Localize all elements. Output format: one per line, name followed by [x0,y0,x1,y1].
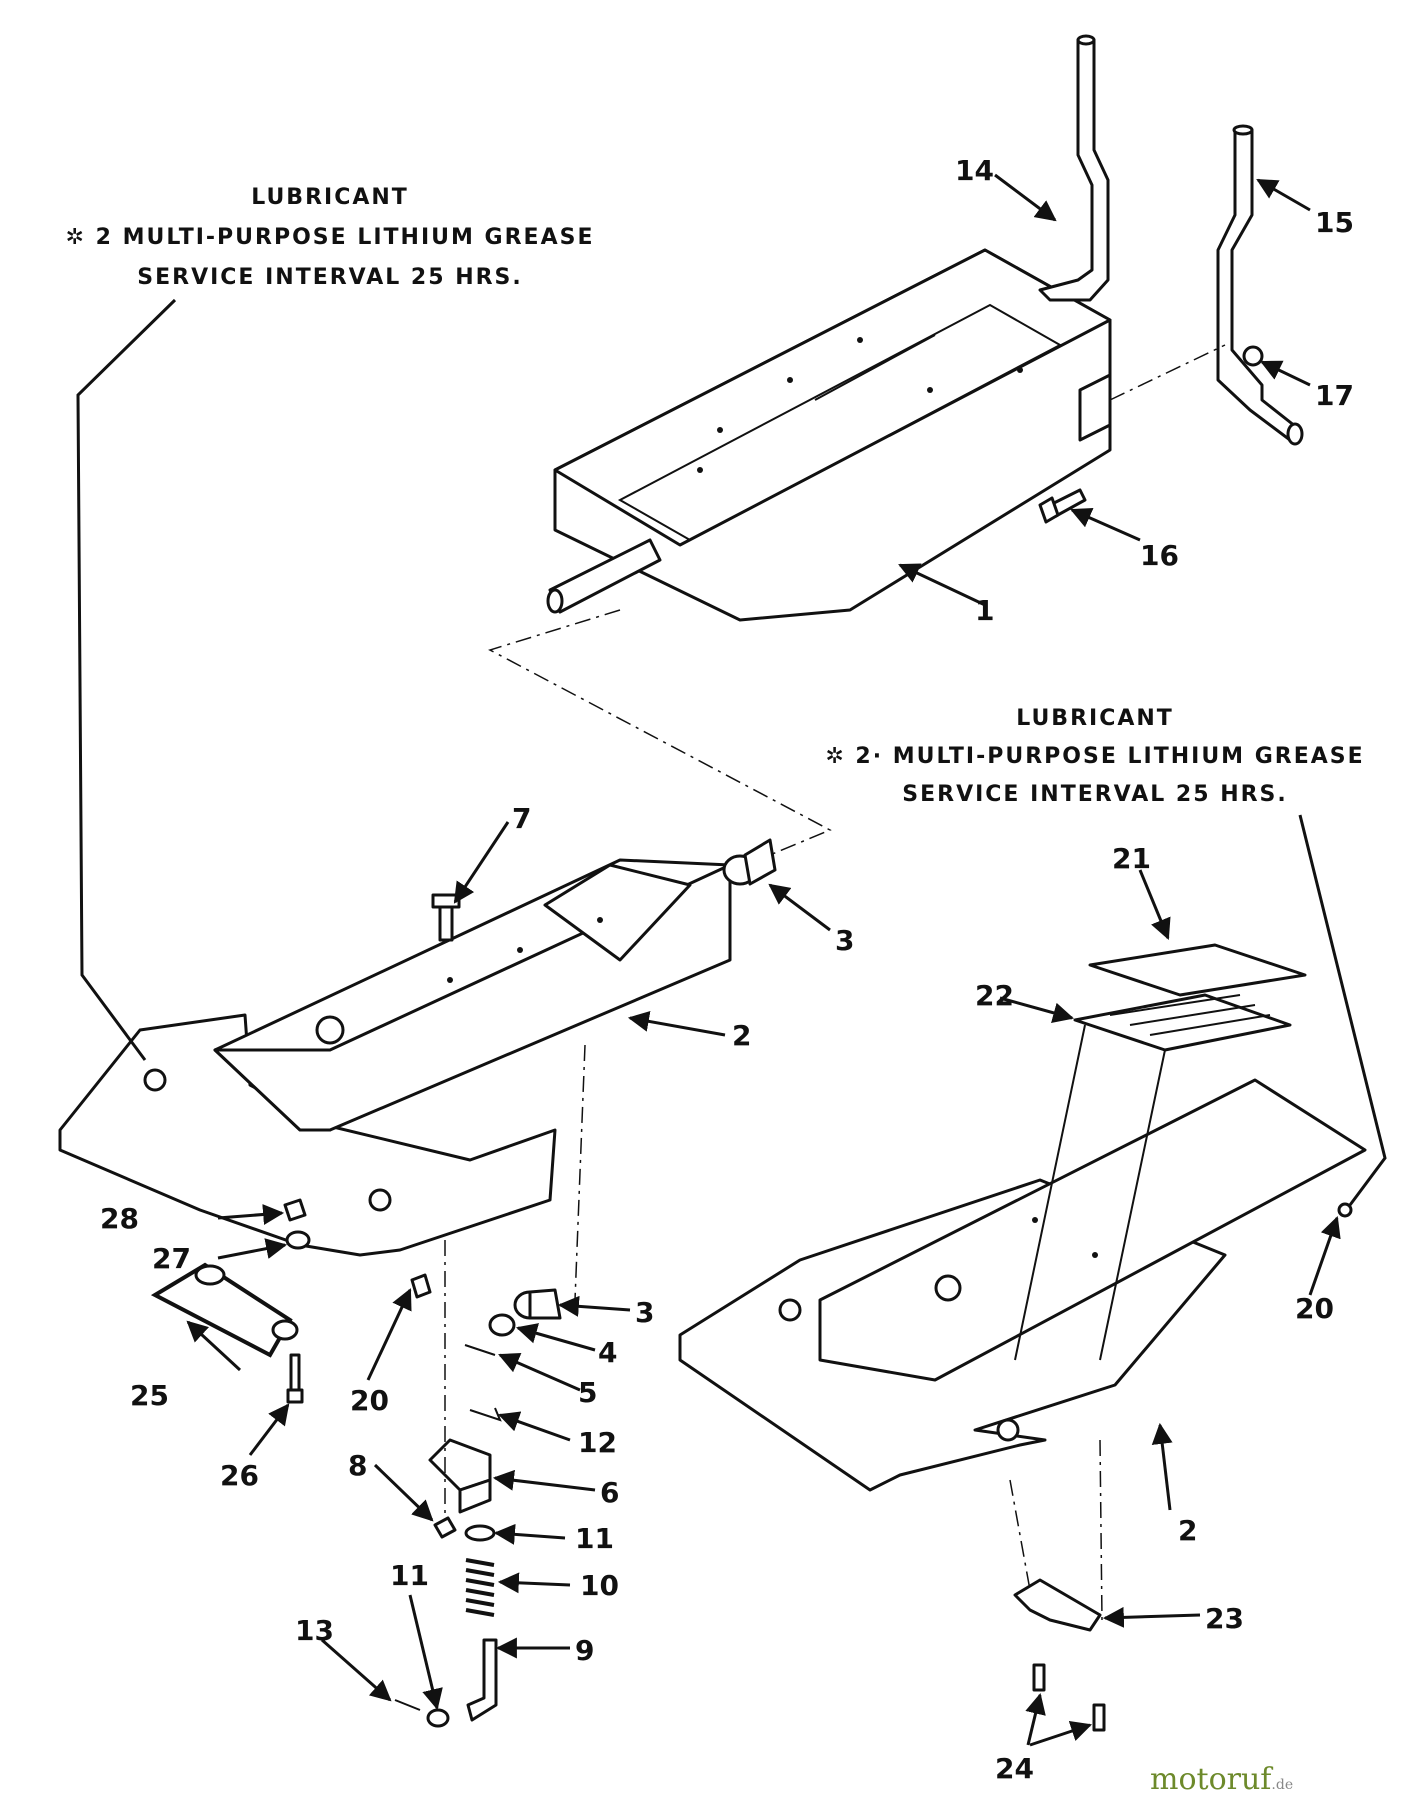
lubricant-leader-left [76,298,177,1061]
seat-support-right [678,1078,1367,1492]
seat-frame [553,248,1112,622]
note-title: LUBRICANT [251,185,409,210]
callout-11-upper: 11 [575,1522,614,1555]
bracket-6 [428,1438,492,1514]
callout-2-left: 2 [732,1019,751,1052]
callout-12: 12 [578,1426,617,1459]
callout-1: 1 [975,594,994,627]
callout-11-lower: 11 [390,1559,429,1592]
washer-11-lower [426,1708,450,1728]
note-interval: SERVICE INTERVAL 25 HRS. [137,265,523,290]
note-title: LUBRICANT [1016,706,1174,731]
callout-21: 21 [1112,842,1151,875]
callout-17: 17 [1315,379,1354,412]
part-leader-arrows [186,173,1341,1747]
callout-6: 6 [600,1476,619,1509]
callout-15: 15 [1315,206,1354,239]
latch-rod-25 [150,1262,299,1358]
bushing-3-lower [513,1288,562,1320]
seat-adjust-lever-14 [1038,34,1110,302]
nut-8 [433,1516,457,1539]
lubricant-note-left: LUBRICANT ✲ 2 MULTI-PURPOSE LITHIUM GREA… [60,178,600,298]
cotter-pin-13 [394,1699,421,1711]
callout-28: 28 [100,1202,139,1235]
callout-23: 23 [1205,1602,1244,1635]
callout-26: 26 [220,1459,259,1492]
seat-pivot-rod [546,538,662,614]
callout-labels: 1 14 15 17 16 7 3 2 3 4 5 12 6 8 11 10 9… [100,154,1354,1785]
lubricant-note-right: LUBRICANT ✲ 2· MULTI-PURPOSE LITHIUM GRE… [825,700,1365,814]
callout-4: 4 [598,1336,617,1369]
seat-support-left [58,858,732,1257]
cotter-pin-5 [464,1344,496,1356]
watermark-tld: .de [1271,1777,1294,1793]
callout-2-right: 2 [1178,1514,1197,1547]
callout-16: 16 [1140,539,1179,572]
callout-25: 25 [130,1379,169,1412]
watermark-logo: motoruf.de [1150,1762,1293,1797]
bolt-20-left [410,1273,432,1299]
watermark-brand: motoruf [1150,1762,1272,1797]
seat-adjust-lever-15 [1216,124,1304,446]
callout-24: 24 [995,1752,1034,1785]
pin-9 [466,1638,498,1722]
cushion-21 [1088,943,1307,997]
note-grease: ✲ 2· MULTI-PURPOSE LITHIUM GREASE [825,744,1365,769]
callout-3-upper: 3 [835,924,854,957]
callout-5: 5 [578,1376,597,1409]
callout-20-left: 20 [350,1384,389,1417]
washer-4 [488,1313,516,1337]
bolts-24 [1032,1663,1106,1732]
spring-10 [465,1558,495,1617]
callout-10: 10 [580,1569,619,1602]
nut-17 [1242,345,1264,367]
lubricant-leader-right [1298,814,1387,1206]
callout-7: 7 [512,802,531,835]
bolt-20-right [1337,1202,1353,1218]
bolt-26 [286,1353,304,1404]
bolt-16 [1038,488,1087,524]
washer-27 [285,1230,311,1250]
assembly-lines [444,344,1226,1621]
bushing-3-upper [722,838,777,886]
callout-3-lower: 3 [635,1296,654,1329]
washer-11-upper [464,1524,496,1542]
callout-13: 13 [295,1614,334,1647]
note-grease: ✲ 2 MULTI-PURPOSE LITHIUM GREASE [65,225,595,250]
clip-12 [469,1407,502,1422]
callout-9: 9 [575,1634,594,1667]
callout-14: 14 [955,154,994,187]
carriage-bolt-7 [431,893,461,942]
rubber-mat-22 [1073,993,1292,1052]
callout-8: 8 [348,1449,367,1482]
bracket-23 [1013,1578,1102,1632]
callout-27: 27 [152,1242,191,1275]
nut-28 [283,1198,307,1222]
callout-20-right: 20 [1295,1292,1334,1325]
note-interval: SERVICE INTERVAL 25 HRS. [902,782,1288,807]
callout-22: 22 [975,979,1014,1012]
